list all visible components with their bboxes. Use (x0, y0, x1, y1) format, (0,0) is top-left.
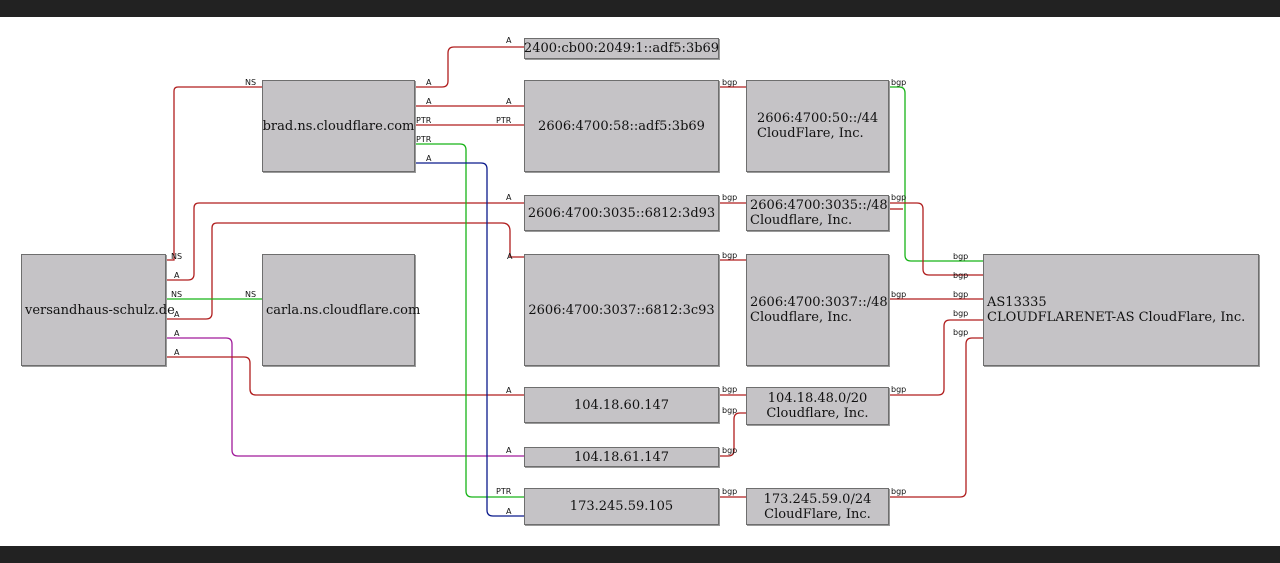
label-bgp-asn-1: bgp (953, 252, 968, 261)
node-ip6-58-label: 2606:4700:58::adf5:3b69 (538, 118, 705, 134)
edge-brad-ip4-173-a (415, 162, 524, 517)
node-net-3035-line1: 2606:4700:3035::/48 (750, 198, 888, 213)
label-a-brad-2: A (426, 97, 432, 106)
node-domain-label: versandhaus-schulz.de (25, 302, 175, 318)
node-net-173[interactable]: 173.245.59.0/24 CloudFlare, Inc. (746, 488, 889, 525)
label-ns-domain-2: NS (171, 290, 182, 299)
node-net-173-line1: 173.245.59.0/24 (763, 491, 872, 507)
edge-labels: NS NS A NS NS A A A A A PTR PTR A A A PT… (171, 36, 968, 516)
node-asn-line2: CLOUDFLARENET-AS CloudFlare, Inc. (987, 310, 1246, 325)
edge-brad-ip4-173-ptr (415, 143, 524, 498)
node-net-50-line2: CloudFlare, Inc. (757, 126, 864, 141)
node-ip6-2400-label: 2400:cb00:2049:1::adf5:3b69 (523, 41, 720, 56)
label-a-ip6-3037: A (507, 252, 513, 261)
label-bgp-ip6-58: bgp (722, 78, 737, 87)
edge-net-173-asn (889, 337, 983, 498)
node-net-3035[interactable]: 2606:4700:3035::/48 Cloudflare, Inc. (746, 195, 889, 231)
edge-domain-ip6-3035 (166, 202, 524, 281)
node-net-3037[interactable]: 2606:4700:3037::/48 Cloudflare, Inc. (746, 254, 889, 366)
label-bgp-net-3037: bgp (891, 290, 906, 299)
node-ip6-3035[interactable]: 2606:4700:3035::6812:3d93 (524, 195, 719, 231)
label-bgp-ip6-3035: bgp (722, 193, 737, 202)
label-bgp-ip4-61: bgp (722, 446, 737, 455)
node-net-104[interactable]: 104.18.48.0/20 Cloudflare, Inc. (746, 387, 889, 425)
label-a-domain-3: A (174, 329, 180, 338)
node-net-104-line1: 104.18.48.0/20 (767, 391, 868, 406)
label-ns-carla: NS (245, 290, 256, 299)
edge-domain-ip4-61 (166, 337, 524, 457)
edge-ip4-61-net-104 (719, 412, 746, 457)
node-net-173-line2: CloudFlare, Inc. (764, 506, 871, 522)
node-net-3037-line1: 2606:4700:3037::/48 (750, 295, 888, 310)
label-ns-brad: NS (245, 78, 256, 87)
label-bgp-net-50: bgp (891, 78, 906, 87)
edge-domain-ip4-60 (166, 356, 524, 396)
label-bgp-ip4-60: bgp (722, 385, 737, 394)
label-bgp-ip6-3037: bgp (722, 251, 737, 260)
label-a-domain-1: A (174, 271, 180, 280)
node-ip4-60-label: 104.18.60.147 (573, 397, 670, 413)
node-ip6-3037[interactable]: 2606:4700:3037::6812:3c93 (524, 254, 719, 366)
label-bgp-net-104: bgp (891, 385, 906, 394)
label-a-ip4-60: A (506, 386, 512, 395)
graph-canvas: NS NS A NS NS A A A A A PTR PTR A A A PT… (0, 17, 1280, 546)
node-asn[interactable]: AS13335 CLOUDFLARENET-AS CloudFlare, Inc… (983, 254, 1259, 366)
edge-domain-brad-ns (166, 86, 262, 261)
edge-domain-ip6-3037 (166, 222, 524, 320)
label-ptr-ip4-173: PTR (496, 487, 512, 496)
node-net-104-line2: Cloudflare, Inc. (766, 406, 869, 421)
label-bgp-net-3035: bgp (891, 193, 906, 202)
label-bgp-asn-2: bgp (953, 271, 968, 280)
label-a-ip4-61: A (506, 446, 512, 455)
label-ptr-brad-1: PTR (416, 116, 432, 125)
node-ip6-3037-label: 2606:4700:3037::6812:3c93 (528, 302, 715, 318)
edge-net-3035-asn-1 (889, 202, 983, 276)
label-ptr-ip6-58: PTR (496, 116, 512, 125)
node-asn-line1: AS13335 (987, 295, 1047, 310)
node-ip6-2400[interactable]: 2400:cb00:2049:1::adf5:3b69 (524, 38, 719, 59)
node-ip4-61-label: 104.18.61.147 (573, 449, 670, 465)
label-a-domain-4: A (174, 348, 180, 357)
edge-brad-ip6-short (415, 46, 524, 88)
node-net-3037-line2: Cloudflare, Inc. (750, 310, 853, 325)
node-ns-brad-label: brad.ns.cloudflare.com (262, 118, 415, 134)
node-ip6-3035-label: 2606:4700:3035::6812:3d93 (527, 205, 716, 221)
node-ip4-173-label: 173.245.59.105 (569, 499, 674, 514)
label-ptr-brad-2: PTR (416, 135, 432, 144)
label-ns-domain-1: NS (171, 252, 182, 261)
label-a-ip4-173: A (506, 507, 512, 516)
node-ip4-173[interactable]: 173.245.59.105 (524, 488, 719, 525)
node-ip4-61[interactable]: 104.18.61.147 (524, 447, 719, 467)
node-ip4-60[interactable]: 104.18.60.147 (524, 387, 719, 423)
label-a-ip6-58: A (506, 97, 512, 106)
label-a-ip6-short: A (506, 36, 512, 45)
node-ns-brad[interactable]: brad.ns.cloudflare.com (262, 80, 415, 172)
node-ip6-58[interactable]: 2606:4700:58::adf5:3b69 (524, 80, 719, 172)
label-a-brad-3: A (426, 154, 432, 163)
label-bgp-asn-5: bgp (953, 328, 968, 337)
node-net-3035-line2: Cloudflare, Inc. (750, 213, 853, 228)
node-domain[interactable]: versandhaus-schulz.de (21, 254, 175, 366)
node-net-50-line1: 2606:4700:50::/44 (757, 111, 879, 126)
label-bgp-ip4-60-b: bgp (722, 406, 737, 415)
node-ns-carla[interactable]: carla.ns.cloudflare.com (262, 254, 420, 366)
edge-layer: NS NS A NS NS A A A A A PTR PTR A A A PT… (166, 36, 983, 517)
label-bgp-asn-4: bgp (953, 309, 968, 318)
edge-net-104-asn (889, 319, 983, 396)
edge-net-50-asn (889, 86, 983, 262)
node-net-50[interactable]: 2606:4700:50::/44 CloudFlare, Inc. (746, 80, 889, 172)
label-bgp-net-173: bgp (891, 487, 906, 496)
label-bgp-ip4-173: bgp (722, 487, 737, 496)
label-a-domain-2: A (174, 310, 180, 319)
label-a-ip6-3035: A (506, 193, 512, 202)
label-a-brad-1: A (426, 78, 432, 87)
node-ns-carla-label: carla.ns.cloudflare.com (266, 302, 421, 318)
label-bgp-asn-3: bgp (953, 290, 968, 299)
